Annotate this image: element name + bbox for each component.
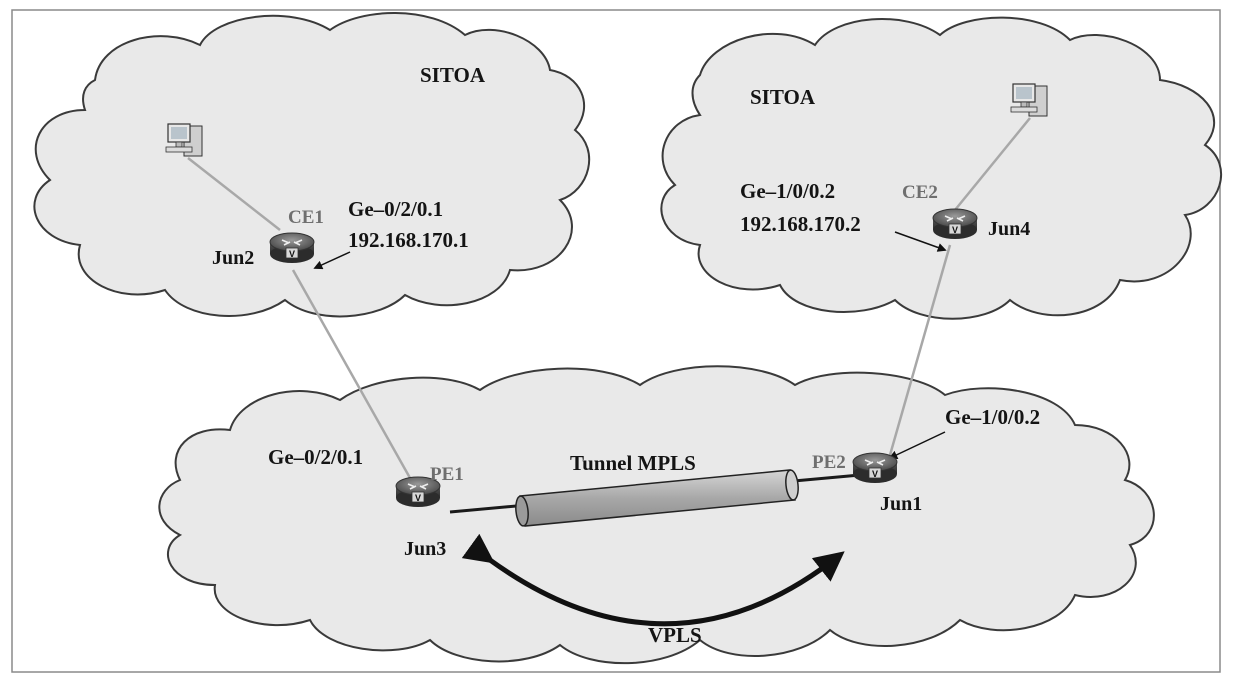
pe1-interface-label: Ge–0/2/0.1 (268, 445, 363, 469)
pe2-role-label: PE2 (812, 452, 846, 473)
computer-icon (165, 123, 203, 157)
ce1-interface-label: Ge–0/2/0.1 (348, 197, 443, 221)
pe2-interface-pointer (888, 431, 946, 459)
left-site-cloud (33, 12, 591, 318)
router-icon (269, 232, 315, 264)
mpls-tunnel (515, 469, 799, 527)
link-ce2-pe2 (888, 244, 952, 456)
provider-cloud (158, 365, 1155, 665)
ce1-ip-label: 192.168.170.1 (348, 228, 469, 252)
tunnel-label: Tunnel MPLS (570, 451, 696, 475)
pe2-device-name: Jun1 (880, 493, 922, 515)
ce2-interface-label: Ge–1/0/0.2 (740, 179, 835, 203)
link-host-ce2 (954, 117, 1031, 211)
right-site-cloud (660, 16, 1223, 320)
ce2-ip-label: 192.168.170.2 (740, 212, 861, 236)
ce1-device-name: Jun2 (212, 247, 254, 269)
router-icon (852, 452, 898, 484)
pe2-interface-label: Ge–1/0/0.2 (945, 405, 1040, 429)
vpls-label: VPLS (648, 623, 702, 647)
ce2-interface-pointer (894, 231, 947, 252)
router-icon (932, 208, 978, 240)
link-host-ce1 (187, 157, 281, 231)
computer-icon (1010, 83, 1048, 117)
ce2-device-name: Jun4 (988, 218, 1030, 240)
pe1-role-label: PE1 (430, 464, 464, 485)
site-name-left: SITOA (420, 63, 486, 87)
pe1-device-name: Jun3 (404, 538, 446, 560)
ce1-interface-pointer (313, 251, 351, 270)
link-ce1-pe1 (291, 269, 412, 479)
ce2-role-label: CE2 (902, 182, 938, 203)
diagram-frame (11, 9, 1221, 673)
ce1-role-label: CE1 (288, 207, 324, 228)
site-name-right: SITOA (750, 85, 816, 109)
vpls-arrow (461, 533, 845, 627)
